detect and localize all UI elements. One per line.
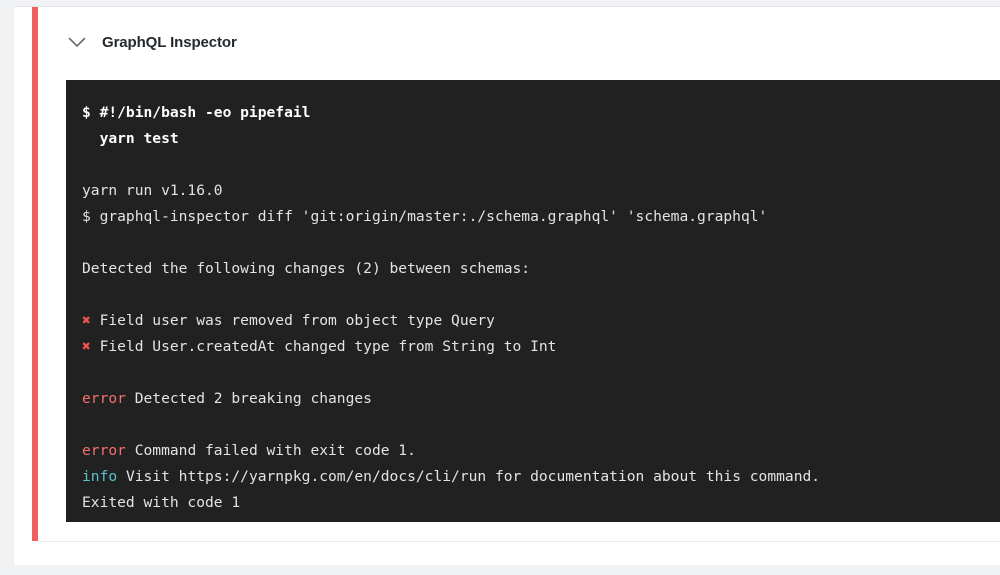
terminal-line-blank-4 [82,360,1000,386]
terminal-line-blank-5 [82,412,1000,438]
terminal-line-cmd-yarn-test: yarn test [82,126,1000,152]
step-title: GraphQL Inspector [102,33,237,51]
log-message-text: Visit https://yarnpkg.com/en/docs/cli/ru… [117,468,821,485]
step-header-toggle[interactable]: GraphQL Inspector [38,21,237,63]
terminal-line-change-1: ✖ Field user was removed from object typ… [82,308,1000,334]
terminal-output-text: Exited with code 1 [82,494,241,511]
build-step: GraphQL Inspector $ #!/bin/bash -eo pipe… [32,7,1000,541]
terminal-line-blank-1 [82,152,1000,178]
terminal-command-text: $ #!/bin/bash -eo pipefail [82,104,311,121]
breaking-change-x-icon: ✖ [82,338,91,355]
terminal-output-text: yarn run v1.16.0 [82,182,223,199]
breaking-change-text: Field User.createdAt changed type from S… [90,338,557,355]
log-level-label-error: error [82,442,126,459]
terminal-line-cmd-shebang: $ #!/bin/bash -eo pipefail [82,100,1000,126]
breaking-change-x-icon: ✖ [82,312,91,329]
step-divider [38,541,1000,542]
terminal-line-out-inspector-diff: $ graphql-inspector diff 'git:origin/mas… [82,204,1000,230]
terminal-line-out-detected-header: Detected the following changes (2) betwe… [82,256,1000,282]
breaking-change-text: Field user was removed from object type … [90,312,495,329]
terminal-line-blank-3 [82,282,1000,308]
terminal-log-lines: $ #!/bin/bash -eo pipefail yarn test yar… [66,80,1000,522]
terminal-line-out-yarn-run: yarn run v1.16.0 [82,178,1000,204]
chevron-down-icon[interactable] [66,31,88,53]
terminal-log-panel[interactable]: $ #!/bin/bash -eo pipefail yarn test yar… [66,80,1000,522]
build-step-card: GraphQL Inspector $ #!/bin/bash -eo pipe… [14,6,1000,565]
terminal-output-text: $ graphql-inspector diff 'git:origin/mas… [82,208,768,225]
terminal-line-info-visit: info Visit https://yarnpkg.com/en/docs/c… [82,464,1000,490]
log-message-text: Command failed with exit code 1. [125,442,416,459]
terminal-line-out-exited: Exited with code 1 [82,490,1000,516]
log-message-text: Detected 2 breaking changes [125,390,372,407]
terminal-line-err-exit: error Command failed with exit code 1. [82,438,1000,464]
terminal-line-blank-2 [82,230,1000,256]
log-level-label-info: info [82,468,118,485]
terminal-command-text: yarn test [82,130,179,147]
terminal-line-change-2: ✖ Field User.createdAt changed type from… [82,334,1000,360]
page-gutter [0,0,14,575]
log-level-label-error: error [82,390,126,407]
terminal-line-err-breaking: error Detected 2 breaking changes [82,386,1000,412]
terminal-output-text: Detected the following changes (2) betwe… [82,260,531,277]
